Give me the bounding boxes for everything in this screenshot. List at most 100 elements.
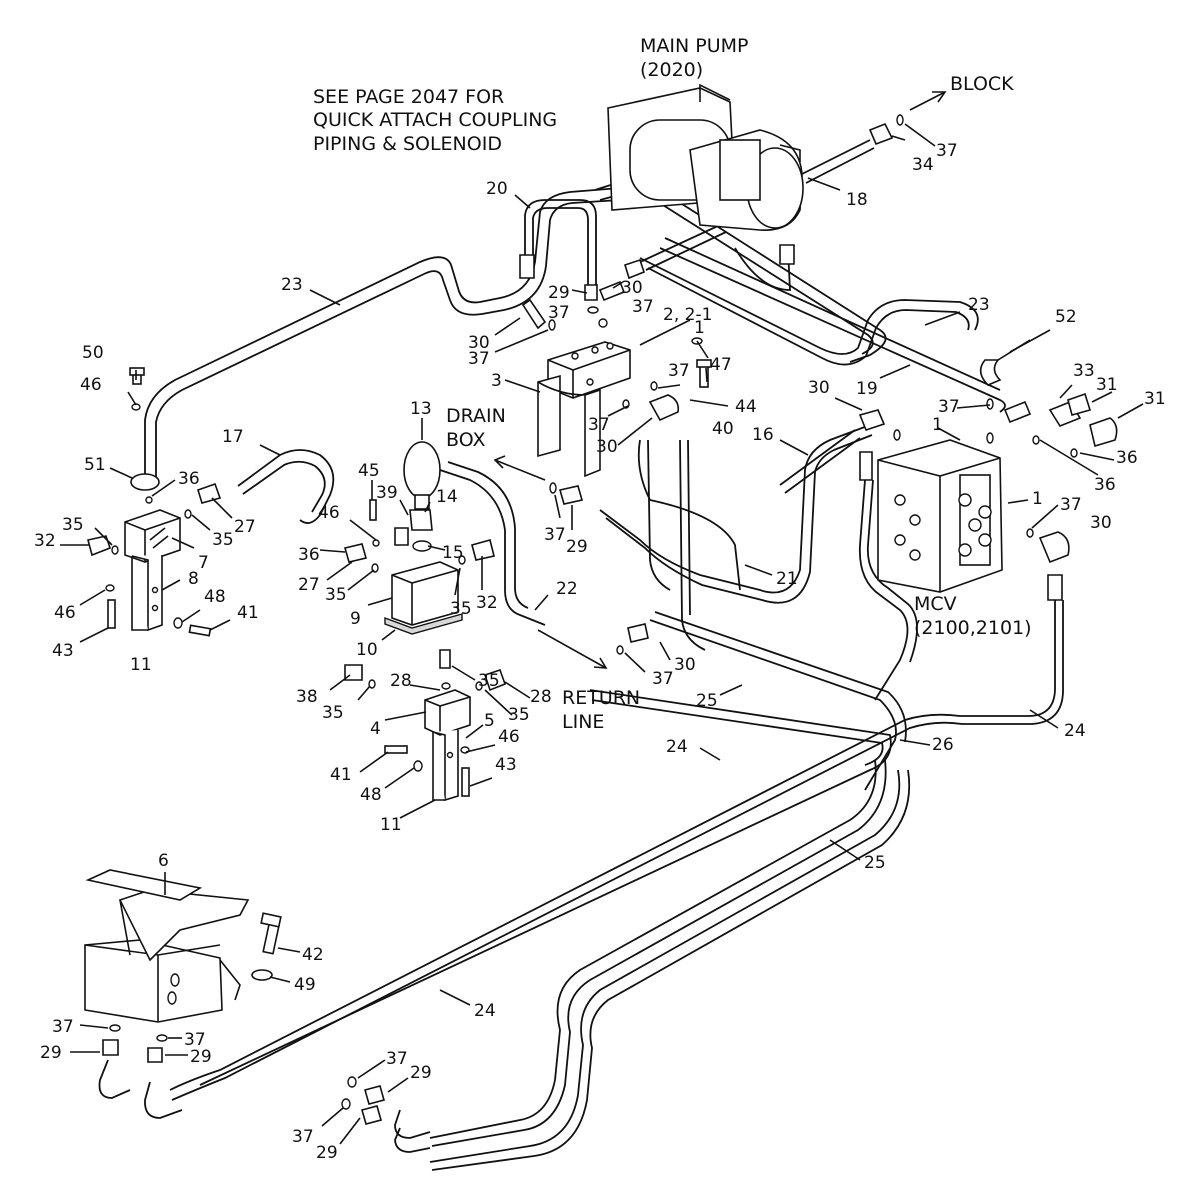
callout-36: 36 (178, 469, 200, 489)
callout-37: 37 (632, 297, 654, 317)
callout-41: 41 (237, 603, 259, 623)
mcv-control-valve (877, 439, 1003, 593)
callout-29: 29 (548, 283, 570, 303)
bolt-44 (696, 359, 712, 388)
callout-45: 45 (358, 461, 380, 481)
pipe-20 (524, 199, 597, 285)
hose-17-b (242, 460, 326, 513)
callout-39: 39 (376, 483, 398, 503)
callout-29: 29 (190, 1047, 212, 1067)
callout-20: 20 (486, 179, 508, 199)
callout-10: 10 (356, 640, 378, 660)
callout-35: 35 (62, 515, 84, 535)
callout-46: 46 (498, 727, 520, 747)
callout-52: 52 (1055, 307, 1077, 327)
callout-46: 46 (80, 375, 102, 395)
callout-30: 30 (468, 333, 490, 353)
callout-30: 30 (621, 278, 643, 298)
callout-43: 43 (495, 755, 517, 775)
callout-32: 32 (476, 593, 498, 613)
hose-24-right-b (171, 600, 1064, 1101)
callout-32: 32 (34, 531, 56, 551)
callout-49: 49 (294, 975, 316, 995)
callout-37: 37 (652, 669, 674, 689)
note-see-page-1: SEE PAGE 2047 FOR (313, 86, 504, 108)
callout-4: 4 (370, 719, 381, 739)
callout-8: 8 (188, 569, 199, 589)
callout-2-2-1: 2, 2-1 (663, 305, 712, 325)
valve-block-4 (424, 689, 471, 802)
callout-37: 37 (588, 415, 610, 435)
pipe-vertical-mid (647, 439, 671, 591)
pipe-25-lower (429, 769, 901, 1163)
callout-1: 1 (932, 415, 943, 435)
fittings-top (519, 122, 1063, 643)
pipe-25-upper-b (654, 611, 907, 743)
pipe-25-lower-b (431, 769, 911, 1171)
callout-7: 7 (198, 553, 209, 573)
pipe-long-right-b (664, 237, 1001, 391)
callout-50: 50 (82, 343, 104, 363)
note-return-2: LINE (562, 711, 604, 733)
hose-21 (599, 424, 871, 594)
callout-26: 26 (932, 735, 954, 755)
callout-6: 6 (158, 851, 169, 871)
callout-16: 16 (752, 425, 774, 445)
arrow-block (909, 91, 946, 111)
callout-31: 31 (1096, 375, 1118, 395)
callout-30: 30 (808, 378, 830, 398)
callout-35: 35 (322, 703, 344, 723)
callout-47: 47 (710, 355, 732, 375)
callout-11: 11 (380, 815, 402, 835)
callout-36: 36 (1116, 448, 1138, 468)
pipe-vertical-mid-b (679, 439, 706, 651)
callout-37: 37 (184, 1030, 206, 1050)
pump-hose-down-b (645, 231, 727, 271)
callout-37: 37 (468, 349, 490, 369)
flow-arrows (493, 91, 947, 669)
callout-36: 36 (1094, 475, 1116, 495)
callout-35: 35 (508, 705, 530, 725)
callout-35: 35 (450, 599, 472, 619)
callout-28: 28 (530, 687, 552, 707)
hose-18-b (805, 147, 875, 184)
callout-5: 5 (484, 711, 495, 731)
callout-17: 17 (222, 427, 244, 447)
callout-25: 25 (696, 691, 718, 711)
callout-24: 24 (666, 737, 688, 757)
elbow-30-top (521, 280, 626, 330)
pipe-24-b (591, 699, 884, 766)
notes: MAIN PUMP (2020) SEE PAGE 2047 FOR QUICK… (313, 35, 1032, 733)
valve-block-2 (547, 341, 631, 399)
hose-22 (439, 469, 546, 626)
callout-31: 31 (1144, 389, 1166, 409)
elbow-30-mcv (1038, 531, 1070, 564)
callout-22: 22 (556, 579, 578, 599)
pipe-long-right (659, 247, 1006, 413)
callout-29: 29 (40, 1043, 62, 1063)
pedal-fittings (102, 1039, 385, 1125)
pump-clamp-loop (734, 247, 791, 291)
hose-22-b (447, 461, 529, 609)
callout-37: 37 (386, 1049, 408, 1069)
hose-mcv-left (858, 479, 909, 701)
callout-48: 48 (204, 587, 226, 607)
pipe-20-b (532, 207, 589, 285)
callout-35: 35 (212, 530, 234, 550)
pedal-6 (84, 869, 250, 1023)
callout-37: 37 (292, 1127, 314, 1147)
callout-35: 35 (325, 585, 347, 605)
fittings-7 (87, 367, 222, 637)
note-see-page-2: QUICK ATTACH COUPLING (313, 109, 557, 131)
bracket-3 (537, 374, 601, 478)
arrow-return-head (593, 657, 608, 669)
callout-37: 37 (548, 303, 570, 323)
pipe-26-b (431, 759, 887, 1147)
callout-48: 48 (360, 785, 382, 805)
pipe-16-b (784, 437, 861, 494)
callout-30: 30 (674, 655, 696, 675)
pipe-26 (429, 759, 877, 1139)
clamp-52 (979, 339, 1031, 386)
pipe-loop-mid (637, 439, 741, 591)
components-layer (84, 83, 1118, 1125)
